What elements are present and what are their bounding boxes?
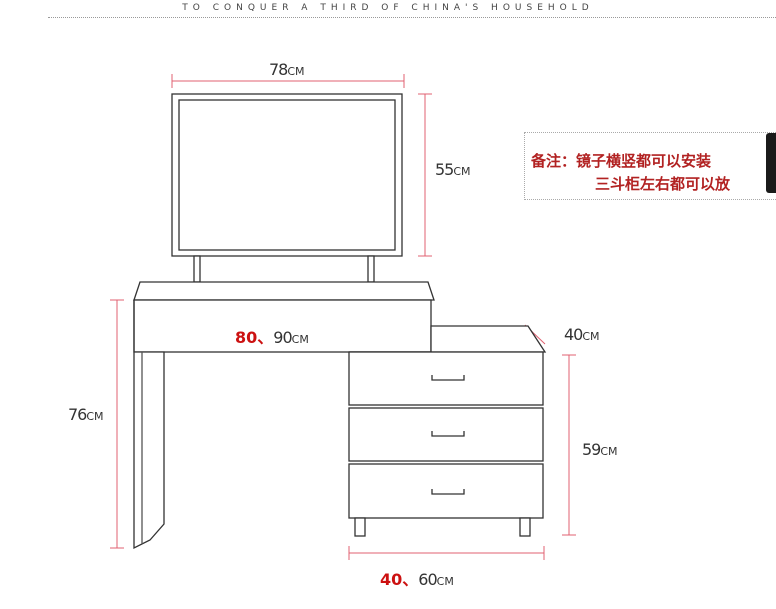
drawer-1: [348, 351, 544, 406]
cabinet-foot-left: [354, 517, 366, 537]
dimension-lines: [110, 74, 576, 560]
note-box: [524, 132, 776, 200]
mirror-post-left: [193, 255, 201, 283]
cabinet-width-label: 40、60CM: [380, 570, 454, 589]
mirror-width-label: 78CM: [269, 60, 305, 79]
side-tab[interactable]: [766, 133, 776, 193]
drawer-handle-2: [431, 431, 465, 437]
note-line-1: 备注：镜子横竖都可以安装: [531, 152, 712, 170]
header-divider: [48, 17, 776, 18]
mirror-height-label: 55CM: [435, 160, 471, 179]
drawer-3: [348, 463, 544, 519]
mirror-glass: [178, 99, 396, 251]
drawer-handle-3: [431, 489, 465, 495]
header-tagline: TO CONQUER A THIRD OF CHINA'S HOUSEHOLD: [182, 3, 594, 13]
drawer-handle-1: [431, 375, 465, 381]
cabinet-height-label: 59CM: [582, 440, 618, 459]
desk-width-label: 80、90CM: [235, 328, 309, 347]
desk-top: [133, 281, 435, 301]
desk-height-label: 76CM: [68, 405, 104, 424]
note-line-2: 三斗柜左右都可以放: [595, 175, 731, 193]
drawer-handles: [431, 375, 465, 495]
furniture-outline: [133, 93, 547, 550]
mirror-post-right: [367, 255, 375, 283]
drawer-2: [348, 407, 544, 462]
cabinet-depth-label: 40CM: [564, 325, 600, 344]
cabinet-foot-right: [519, 517, 531, 537]
